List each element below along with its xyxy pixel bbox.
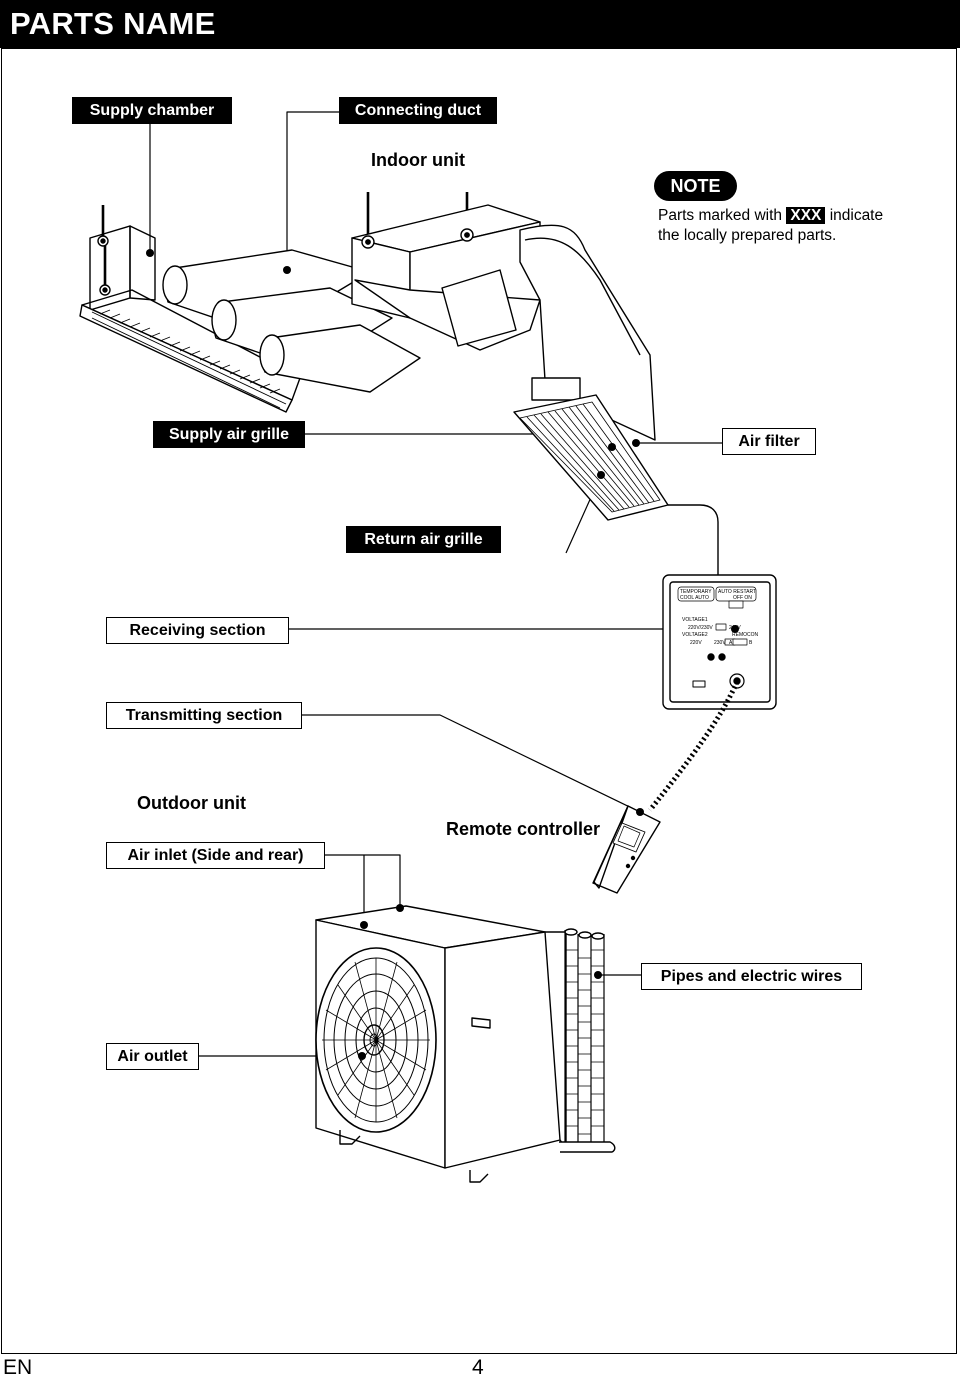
panel-cool-auto: COOL AUTO (680, 595, 709, 601)
remote-controller (592, 805, 661, 894)
label-outdoor-unit: Outdoor unit (137, 793, 246, 813)
label-return-air-grille: Return air grille (346, 526, 501, 553)
indoor-unit (351, 204, 541, 351)
page-title: PARTS NAME (10, 6, 216, 41)
label-supply-chamber: Supply chamber (72, 97, 232, 124)
panel-v2-right: 230V (714, 640, 726, 646)
note-text: Parts marked with XXX indicate the local… (658, 206, 918, 246)
label-pipes-and-wires: Pipes and electric wires (641, 963, 862, 990)
panel-remo-a: A (729, 640, 733, 646)
receiving-unit (662, 574, 777, 710)
panel-remo-b: B (749, 640, 753, 646)
pipes-and-wires (559, 928, 616, 1153)
receiver-panel-text: TEMPORARY COOL AUTO AUTO RESTART OFF ON … (680, 589, 759, 646)
label-receiving-section: Receiving section (106, 617, 289, 644)
note-line-before: Parts marked with (658, 207, 783, 224)
note-line-after: indicate (829, 207, 884, 224)
panel-voltage2: VOLTAGE2 (682, 632, 708, 638)
note-line2: the locally prepared parts. (658, 227, 837, 244)
label-connecting-duct: Connecting duct (339, 97, 497, 124)
panel-remocon: REMOCON (732, 632, 759, 638)
label-remote-controller: Remote controller (446, 819, 601, 839)
title-bar: PARTS NAME (0, 0, 960, 48)
panel-auto-restart: AUTO RESTART (718, 589, 756, 595)
label-air-inlet: Air inlet (Side and rear) (106, 842, 325, 869)
label-supply-air-grille: Supply air grille (153, 421, 305, 448)
leader-dots (146, 249, 739, 1060)
panel-v2-left: 220V (690, 640, 702, 646)
content-frame (1, 48, 957, 1354)
note-badge: NOTE (654, 171, 737, 201)
note-marker: XXX (786, 207, 826, 224)
page-number: 4 (472, 1356, 484, 1379)
panel-temporary: TEMPORARY (680, 589, 712, 595)
fan-guard (315, 947, 437, 1133)
panel-off-on: OFF ON (733, 595, 752, 601)
supply-air-grille (91, 309, 287, 409)
label-transmitting-section: Transmitting section (106, 702, 302, 729)
panel-v1-right: 240V (729, 625, 741, 631)
return-air-grille (513, 394, 719, 583)
footer-language: EN (3, 1356, 33, 1379)
panel-voltage1: VOLTAGE1 (682, 617, 708, 623)
label-indoor-unit: Indoor unit (371, 150, 465, 170)
label-air-outlet: Air outlet (106, 1043, 199, 1070)
connecting-duct (162, 249, 421, 393)
label-air-filter: Air filter (722, 428, 816, 455)
panel-v1-left: 220V/230V (688, 625, 713, 631)
return-duct (519, 224, 656, 441)
